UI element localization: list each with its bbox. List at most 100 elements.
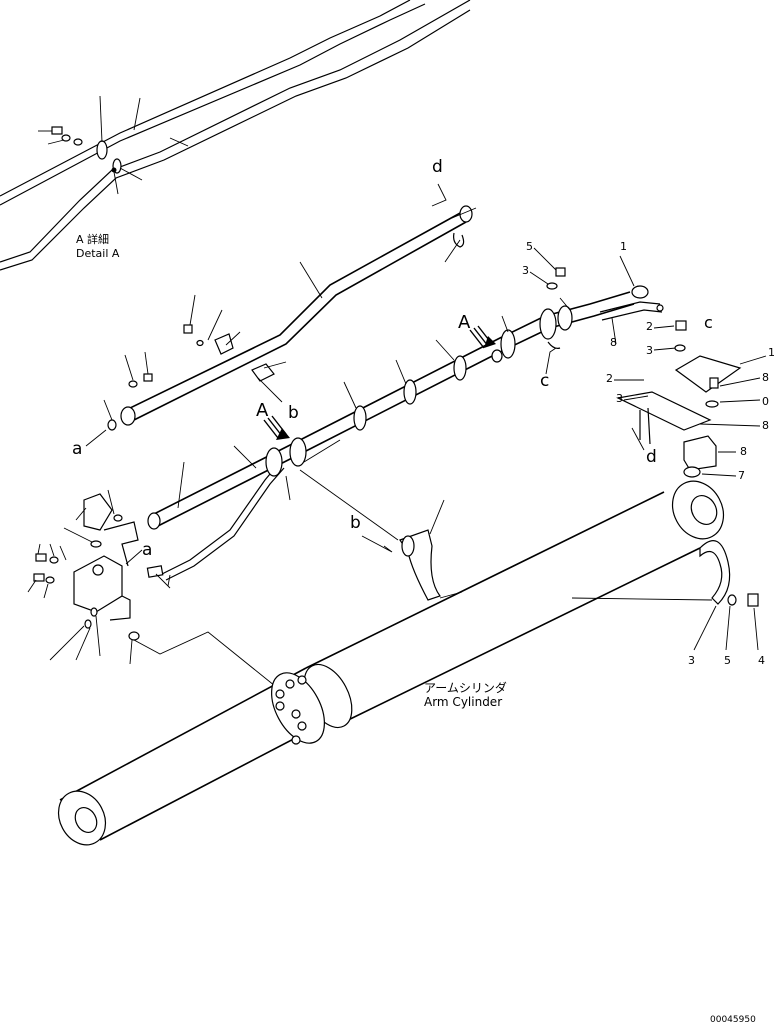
valve-oring-2	[90, 607, 98, 617]
washer-bracket	[705, 400, 719, 408]
hose-end-fitting	[147, 512, 161, 530]
upper-tube-plate	[251, 363, 275, 382]
bolt-c	[675, 320, 687, 331]
view-d-label-lower: d	[646, 447, 657, 467]
view-a-arrow-upper	[469, 325, 496, 349]
view-a-arrow-lower	[263, 415, 290, 440]
view-a-label-lower: a	[142, 540, 152, 560]
band-washer	[727, 594, 737, 606]
upper-tube-line-2	[129, 221, 467, 423]
valve-port	[92, 564, 104, 576]
detail-a-bolt-dot	[111, 167, 117, 173]
part-num-3-bottom: 3	[688, 654, 695, 667]
part-num-1-bracket: 1	[768, 346, 774, 359]
valve-leader-zigzag	[103, 521, 139, 567]
head-eye-bore	[690, 495, 718, 525]
upper-tube-line-1	[125, 211, 463, 411]
cylinder-head-bolts-ring	[271, 672, 325, 744]
lower-hose-curve-2	[165, 467, 285, 581]
band-4	[500, 329, 516, 359]
band-6	[557, 305, 573, 331]
upper-tube-flange-start	[120, 406, 136, 426]
valve-bolt-2	[33, 573, 45, 582]
view-d-label-upper: d	[432, 157, 443, 177]
part-num-3-top: 3	[522, 264, 529, 277]
washer-c	[674, 344, 686, 352]
upper-tube-bolt-2	[143, 373, 153, 382]
elbow-oring	[113, 514, 123, 522]
detail-a-tube-lower-2	[0, 9, 471, 271]
bracket-d-legs	[639, 407, 651, 445]
upper-tube-washer	[196, 339, 204, 347]
rod-top-edge	[59, 667, 307, 801]
detail-a-view: A 詳細 Detail A	[0, 0, 471, 271]
detail-a-bolt	[51, 126, 63, 135]
cylinder-caption-jp: アームシリンダ	[424, 680, 507, 695]
clamp-b-ring	[401, 535, 415, 557]
thin-hose	[599, 301, 661, 313]
band-2	[403, 379, 417, 405]
detail-a-tube-upper-2	[0, 3, 426, 206]
view-b-label-lower: b	[350, 513, 361, 533]
block-part	[683, 435, 717, 471]
bracket-c	[674, 355, 742, 393]
upper-tube-assembly: d a b	[72, 157, 477, 459]
hose-end-coupler	[631, 285, 649, 299]
bolt-top	[555, 267, 566, 277]
part-num-1-hose: 1	[620, 240, 627, 253]
detail-a-tube-lower-1	[0, 0, 471, 263]
part-num-4-bottom: 4	[758, 654, 765, 667]
part-num-8-r2: 8	[762, 419, 769, 432]
valve-block-assembly: a	[27, 489, 281, 691]
band-bolt	[747, 593, 759, 607]
thin-hose-end	[656, 304, 664, 312]
clamp-b-detail: b	[299, 469, 463, 601]
part-num-8-hose: 8	[610, 336, 617, 349]
lower-hose-curve	[161, 461, 281, 575]
view-d-arrow-upper	[431, 183, 447, 207]
head-bolts	[275, 675, 307, 745]
part-num-5-bottom: 5	[724, 654, 731, 667]
leader-to-cylinder	[133, 631, 281, 691]
valve-oring-1	[84, 619, 92, 629]
oring-a-upper	[107, 419, 117, 431]
bracket-d	[616, 391, 712, 431]
part-num-7-oring: 7	[738, 469, 745, 482]
upper-tube-clip	[453, 232, 465, 248]
part-num-3-washer: 3	[646, 344, 653, 357]
band-3	[453, 355, 467, 381]
view-c-label-lower: c	[704, 313, 713, 332]
part-num-0-r: 0	[762, 395, 769, 408]
elbow-oring-2	[90, 540, 102, 548]
band-1	[353, 405, 367, 431]
band-5	[539, 308, 557, 340]
part-num-3-left: 3	[616, 392, 623, 405]
upper-tube-washer-2	[128, 380, 138, 388]
detail-a-washer-2	[73, 138, 83, 146]
valve-bolt-1	[35, 553, 47, 562]
thin-hose-2	[601, 309, 663, 321]
cylinder-caption-en: Arm Cylinder	[424, 695, 502, 709]
upper-tube-flange-end	[459, 205, 473, 223]
valve-leader-2	[109, 595, 131, 621]
bolt-bracket	[709, 377, 719, 389]
detail-a-caption-en: Detail A	[76, 247, 120, 260]
cylinder-band	[699, 540, 731, 605]
part-labels-top-right: 5 3 1 8 2 3 c 1 8 0 8 d 8	[522, 240, 774, 482]
figure-number: 00045950	[710, 1015, 756, 1025]
part-num-5-top: 5	[526, 240, 533, 253]
view-a-arrow-label-upper: A	[458, 312, 471, 333]
part-num-8-r1: 8	[762, 371, 769, 384]
view-b-label-upper: b	[288, 403, 299, 423]
washer-top	[546, 282, 558, 290]
main-hose-assembly: A A c	[146, 255, 664, 587]
oring-right	[683, 466, 701, 478]
valve-oring-3	[128, 631, 140, 641]
detail-a-tube-upper-1	[0, 0, 411, 197]
arm-cylinder: 3 5 4 アームシリンダ Arm Cylinder	[57, 480, 765, 846]
valve-washer-2	[45, 576, 55, 584]
rod-eye-bore	[74, 806, 98, 834]
band-joint	[491, 349, 503, 363]
